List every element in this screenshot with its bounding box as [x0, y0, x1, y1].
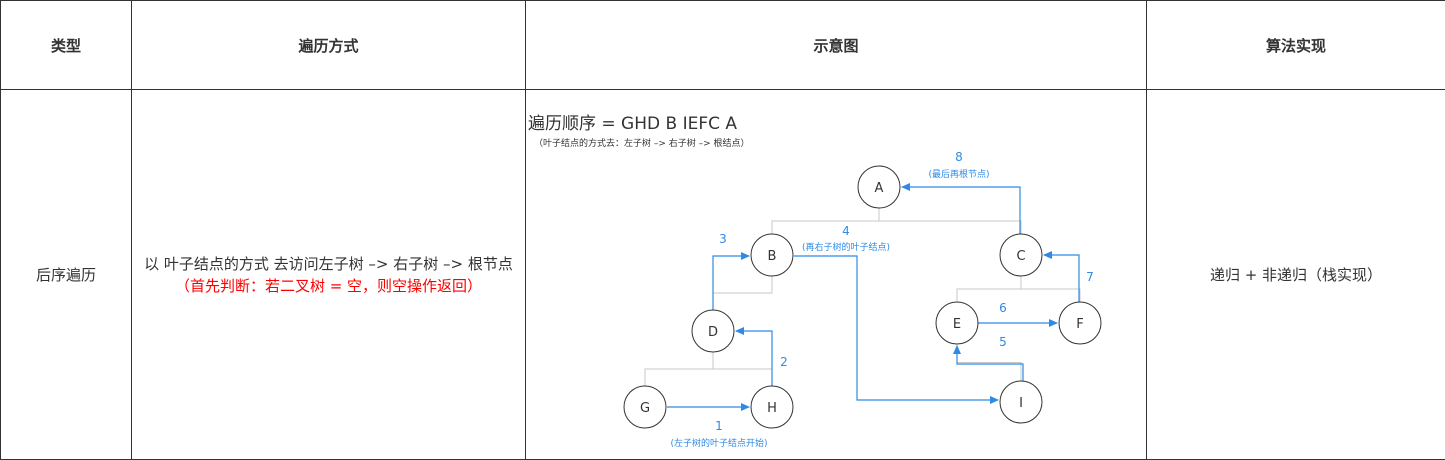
tree-node-e: E: [935, 301, 979, 345]
node-label: B: [768, 249, 777, 264]
tree-node-a: A: [857, 165, 901, 209]
node-circle: [935, 301, 979, 345]
tree-edge-b-d: [712, 276, 773, 310]
traversal-arrow-5: [953, 345, 1024, 381]
header-diagram: 示意图: [525, 0, 1147, 90]
cell-diagram: A B C D E F G H I 1 (左子树的叶子结点开始) 2 3 4 (再右子树的叶子结点) 5 6 7…: [525, 89, 1147, 460]
traversal-arrow-3: [712, 252, 750, 310]
node-label: C: [1016, 249, 1025, 264]
tree-edge-d-h: [712, 352, 773, 386]
node-circle: [691, 309, 735, 353]
tree-edge-e-i: [956, 344, 1022, 381]
step-number-2: 2: [780, 355, 788, 369]
node-label: D: [708, 325, 718, 340]
step-number-5: 5: [999, 335, 1007, 349]
node-label: E: [953, 317, 961, 332]
header-method: 遍历方式: [131, 0, 526, 90]
tree-node-d: D: [691, 309, 735, 353]
step-note-1: (左子树的叶子结点开始): [670, 437, 767, 449]
tree-node-h: H: [750, 385, 794, 429]
diagram-title: 遍历顺序 = GHD B IEFC A: [528, 114, 737, 134]
step-labels: 1 (左子树的叶子结点开始) 2 3 4 (再右子树的叶子结点) 5 6 7 8 (最后再根节点): [670, 150, 1093, 449]
traversal-arrow-7: [1043, 251, 1080, 302]
step-note-4: (再右子树的叶子结点): [802, 241, 890, 253]
step-number-8: 8: [955, 150, 963, 164]
step-number-4: 4: [842, 224, 850, 238]
tree-edge-c-f: [1020, 276, 1081, 302]
table-row: 后序遍历 以 叶子结点的方式 去访问左子树 –> 右子树 –> 根节点 （首先判…: [0, 89, 1445, 460]
node-label: G: [640, 401, 650, 416]
tree-node-i: I: [999, 380, 1043, 424]
node-circle: [750, 233, 794, 277]
node-label: A: [875, 181, 884, 196]
header-type: 类型: [0, 0, 132, 90]
tree-edge-c-e: [956, 276, 1022, 302]
traversal-arrows: [667, 183, 1080, 411]
traversal-arrow-2: [735, 327, 773, 386]
node-label: I: [1019, 396, 1023, 411]
tree-node-c: C: [999, 233, 1043, 277]
method-note: （首先判断：若二叉树 = 空，则空操作返回）: [174, 276, 483, 295]
node-circle: [857, 165, 901, 209]
node-circle: [999, 233, 1043, 277]
node-circle: [999, 380, 1043, 424]
step-note-8: (最后再根节点): [928, 168, 989, 180]
traversal-arrow-4: [794, 255, 999, 404]
diagram-subtitle: （叶子结点的方式去：左子树 –> 右子树 –> 根结点）: [534, 137, 750, 149]
node-circle: [1058, 301, 1102, 345]
cell-implementation: 递归 + 非递归（栈实现）: [1146, 89, 1445, 460]
node-circle: [623, 385, 667, 429]
traversal-diagram: A B C D E F G H I 1 (左子树的叶子结点开始) 2 3 4 (再右子树的叶子结点) 5 6 7…: [528, 114, 1102, 449]
tree-node-g: G: [623, 385, 667, 429]
tree-edge-a-b: [771, 208, 880, 234]
tree-node-f: F: [1058, 301, 1102, 345]
node-label: F: [1076, 317, 1083, 332]
tree-edges: [644, 208, 1081, 386]
tree-nodes: A B C D E F G H I: [623, 165, 1102, 429]
cell-method: 以 叶子结点的方式 去访问左子树 –> 右子树 –> 根节点 （首先判断：若二叉…: [131, 89, 526, 460]
cell-type: 后序遍历: [0, 89, 132, 460]
node-circle: [750, 385, 794, 429]
tree-node-b: B: [750, 233, 794, 277]
method-description: 以 叶子结点的方式 去访问左子树 –> 右子树 –> 根节点: [144, 254, 513, 273]
traversal-arrow-8: [901, 183, 1021, 234]
header-implementation: 算法实现: [1146, 0, 1445, 90]
step-number-6: 6: [999, 301, 1007, 315]
node-label: H: [767, 401, 777, 416]
step-number-7: 7: [1086, 270, 1094, 284]
tree-edge-a-c: [878, 208, 1022, 234]
header-row: 类型 遍历方式 示意图 算法实现: [0, 0, 1445, 90]
tree-edge-d-g: [644, 352, 714, 386]
step-number-3: 3: [719, 232, 727, 246]
step-number-1: 1: [715, 419, 723, 433]
